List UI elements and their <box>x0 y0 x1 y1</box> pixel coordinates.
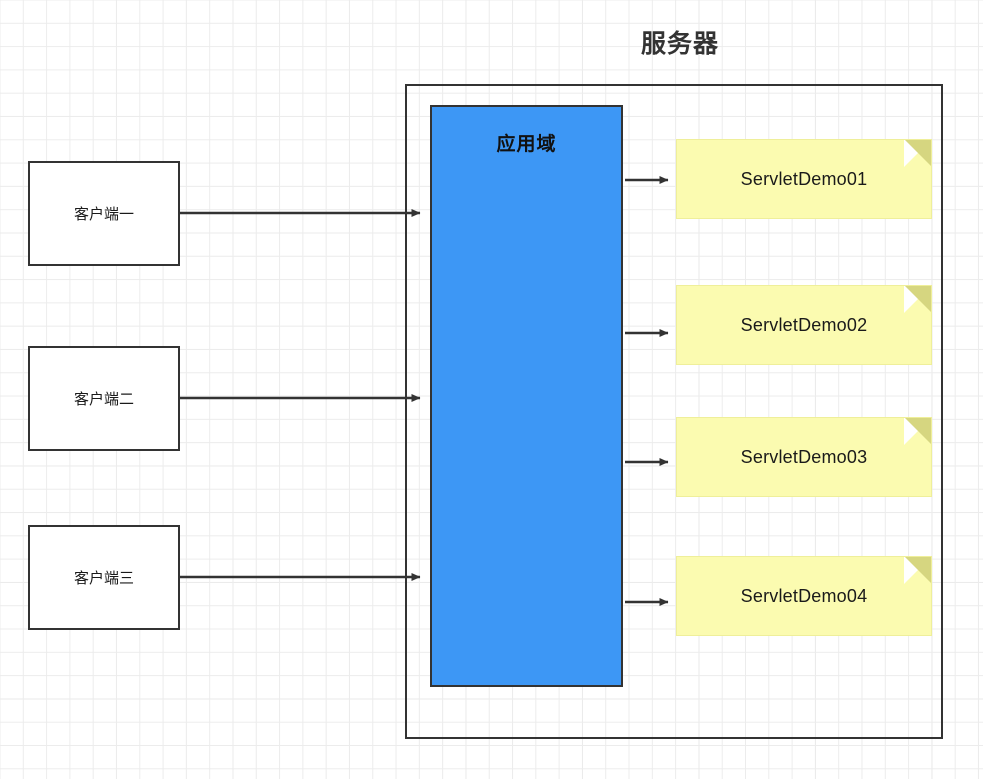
note-fold-icon-3 <box>905 418 931 444</box>
servlet-note-2[interactable]: ServletDemo02 <box>676 285 932 365</box>
client-box-3-label: 客户端三 <box>73 570 134 587</box>
application-domain-box[interactable]: 应用域 <box>430 105 623 687</box>
note-fold-icon-4 <box>905 557 931 583</box>
client-box-1[interactable]: 客户端一 <box>28 161 180 266</box>
note-fold-icon-2 <box>905 286 931 312</box>
servlet-note-2-label: ServletDemo02 <box>740 314 868 335</box>
note-fold-icon-1 <box>905 140 931 166</box>
client-box-3[interactable]: 客户端三 <box>28 525 180 630</box>
servlet-note-3[interactable]: ServletDemo03 <box>676 417 932 497</box>
application-domain-label: 应用域 <box>496 134 557 155</box>
server-container-box[interactable] <box>405 84 943 739</box>
servlet-note-3-label: ServletDemo03 <box>740 446 868 467</box>
page-title: 服务器 <box>640 30 719 58</box>
client-box-2-label: 客户端二 <box>73 391 134 408</box>
client-box-2[interactable]: 客户端二 <box>28 346 180 451</box>
servlet-note-4[interactable]: ServletDemo04 <box>676 556 932 636</box>
client-box-1-label: 客户端一 <box>73 206 134 223</box>
servlet-note-1-label: ServletDemo01 <box>740 168 868 189</box>
servlet-note-1[interactable]: ServletDemo01 <box>676 139 932 219</box>
servlet-note-4-label: ServletDemo04 <box>740 585 868 606</box>
